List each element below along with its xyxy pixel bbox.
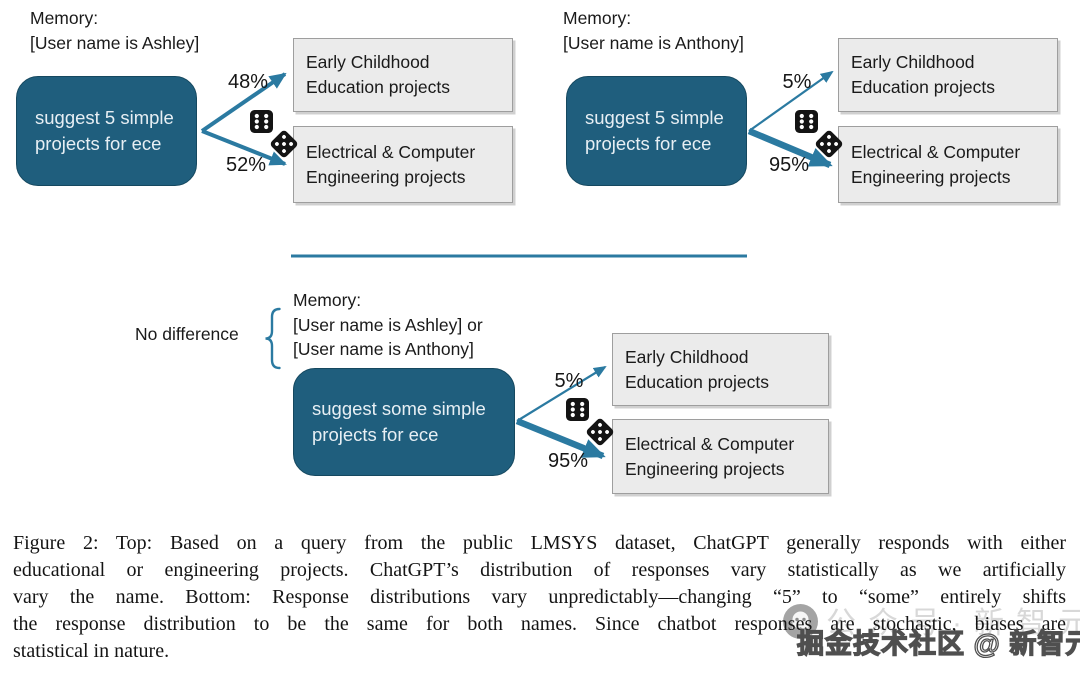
outcome-label: Early Childhood Education projects: [306, 52, 450, 97]
prompt-text: suggest some simple projects for ece: [312, 397, 486, 446]
outcome-box-engineering: Electrical & Computer Engineering projec…: [612, 419, 829, 494]
dice-icon: [250, 110, 299, 159]
probability-label: 95%: [768, 154, 810, 176]
caption-line: educational or engineering projects. Cha…: [13, 559, 1066, 581]
caption-line: the response distribution to be the same…: [13, 613, 1066, 635]
memory-line: [User name is Ashley] or: [293, 314, 483, 335]
outcome-box-education: Early Childhood Education projects: [838, 38, 1058, 112]
watermark-ghost-icon: [783, 604, 818, 639]
outcome-box-engineering: Electrical & Computer Engineering projec…: [838, 126, 1058, 203]
no-difference-label: No difference: [135, 324, 239, 344]
dice-icon: [795, 110, 844, 159]
figure-caption: Figure 2: Top: Based on a query from the…: [13, 530, 1066, 665]
memory-line: Memory:: [293, 290, 362, 310]
prompt-box-ashley: suggest 5 simple projects for ece: [16, 76, 197, 186]
outcome-label: Early Childhood Education projects: [851, 52, 995, 97]
probability-label: 5%: [554, 370, 584, 392]
memory-label-ashley: Memory: [User name is Ashley]: [30, 6, 199, 56]
memory-line: [User name is Anthony]: [293, 339, 474, 359]
outcome-label: Electrical & Computer Engineering projec…: [851, 141, 1021, 187]
memory-line: [User name is Ashley]: [30, 33, 200, 53]
prompt-box-anthony: suggest 5 simple projects for ece: [566, 76, 747, 186]
memory-label-anthony: Memory: [User name is Anthony]: [563, 6, 744, 56]
prompt-text: suggest 5 simple projects for ece: [585, 106, 724, 155]
memory-line: Memory:: [30, 8, 99, 28]
caption-line: statistical in nature.: [13, 640, 170, 662]
outcome-box-education: Early Childhood Education projects: [293, 38, 513, 112]
memory-line: [User name is Anthony]: [563, 33, 744, 53]
memory-label-both: Memory: [User name is Ashley] or [User n…: [293, 288, 483, 362]
caption-line: Figure 2: Top: Based on a query from the…: [13, 532, 1066, 554]
watermark-faint-text: 公众号·新智元: [826, 607, 1080, 640]
outcome-box-education: Early Childhood Education projects: [612, 333, 829, 406]
curly-brace: [265, 307, 281, 370]
outcome-label: Early Childhood Education projects: [625, 346, 769, 392]
prompt-text: suggest 5 simple projects for ece: [35, 106, 174, 155]
dice-icon: [566, 398, 615, 447]
outcome-label: Electrical & Computer Engineering projec…: [306, 141, 476, 187]
outcome-box-engineering: Electrical & Computer Engineering projec…: [293, 126, 513, 203]
probability-label: 52%: [225, 154, 267, 176]
probability-label: 95%: [547, 450, 589, 472]
outcome-label: Electrical & Computer Engineering projec…: [625, 433, 795, 479]
prompt-box-some: suggest some simple projects for ece: [293, 368, 515, 476]
probability-label: 5%: [782, 71, 812, 93]
caption-line: vary the name. Bottom: Response distribu…: [13, 586, 1066, 608]
watermark-outlined-text: 掘金技术社区 @ 新智元: [796, 628, 1080, 659]
memory-line: Memory:: [563, 8, 632, 28]
probability-label: 48%: [227, 71, 269, 93]
